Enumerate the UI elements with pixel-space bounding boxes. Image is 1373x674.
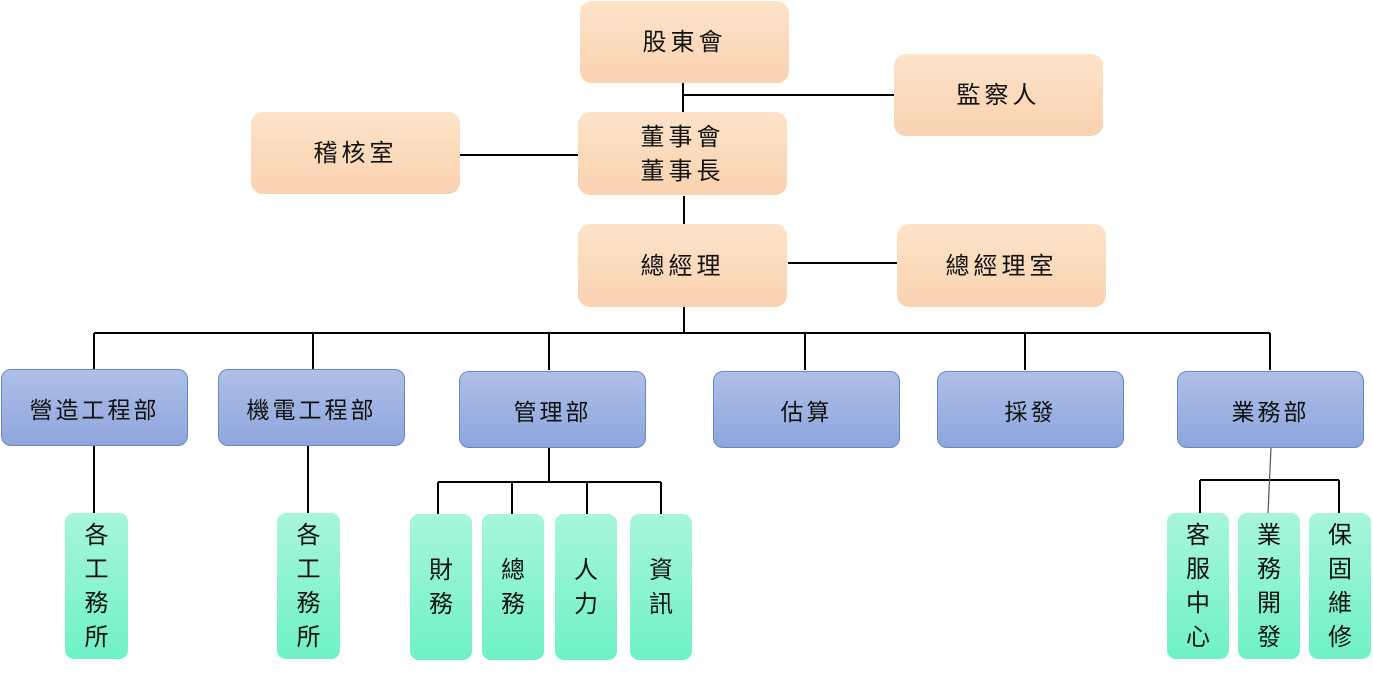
dept-mep-box: 機電工程部 [218,369,405,446]
human-resources-box: 人 力 [555,514,617,660]
dept-management-box: 管理部 [459,371,646,448]
subunit-char: 維 [1328,589,1352,617]
gm-office-label: 總經理室 [945,251,1058,280]
information-box: 資 訊 [630,514,692,660]
subunit-char: 固 [1328,555,1352,583]
dept-mep-label: 機電工程部 [246,397,377,424]
supervisor-box: 監察人 [894,54,1103,136]
construction-field-offices-box: 各 工 務 所 [65,513,128,659]
subunit-char: 工 [296,555,321,583]
subunit-char: 資 [649,556,673,584]
warranty-maintenance-box: 保 固 維 修 [1309,513,1371,659]
dept-management-label: 管理部 [513,399,592,426]
subunit-char: 所 [84,623,109,651]
general-manager-label: 總經理 [640,251,725,280]
general-affairs-box: 總 務 [482,514,544,660]
dept-estimation-label: 估算 [780,399,833,426]
audit-office-box: 稽核室 [251,112,460,194]
board-box: 董事會 董事長 [578,112,787,195]
subunit-char: 修 [1328,623,1352,651]
business-development-box: 業 務 開 發 [1238,513,1300,659]
subunit-char: 總 [501,556,525,584]
dept-estimation-box: 估算 [713,371,900,448]
customer-service-box: 客 服 中 心 [1167,513,1229,659]
subunit-char: 務 [429,590,453,618]
chairman-label: 董事長 [640,156,725,185]
shareholders-meeting-box: 股東會 [580,1,789,83]
subunit-char: 訊 [649,590,673,618]
subunit-char: 開 [1257,589,1281,617]
subunit-char: 務 [501,590,525,618]
dept-procurement-label: 採發 [1004,399,1057,426]
subunit-char: 各 [296,521,321,549]
shareholders-meeting-label: 股東會 [642,28,727,56]
supervisor-label: 監察人 [956,81,1041,109]
subunit-char: 保 [1328,521,1352,549]
mep-field-offices-box: 各 工 務 所 [277,513,340,659]
dept-business-box: 業務部 [1177,371,1364,448]
subunit-char: 人 [574,556,598,584]
dept-business-label: 業務部 [1231,399,1310,426]
subunit-char: 財 [429,556,453,584]
subunit-char: 工 [84,555,109,583]
subunit-char: 務 [84,589,109,617]
subunit-char: 中 [1186,589,1210,617]
subunit-char: 發 [1257,623,1281,651]
finance-box: 財 務 [410,514,472,660]
subunit-char: 心 [1186,623,1210,651]
audit-office-label: 稽核室 [313,139,398,167]
gm-office-box: 總經理室 [897,224,1106,307]
subunit-char: 各 [84,521,109,549]
subunit-char: 務 [296,589,321,617]
board-label: 董事會 [640,122,725,151]
general-manager-box: 總經理 [578,224,787,307]
dept-construction-box: 營造工程部 [1,369,188,446]
subunit-char: 務 [1257,555,1281,583]
dept-construction-label: 營造工程部 [29,397,160,424]
subunit-char: 客 [1186,521,1210,549]
subunit-char: 業 [1257,521,1281,549]
dept-procurement-box: 採發 [937,371,1124,448]
subunit-char: 力 [574,590,598,618]
subunit-char: 服 [1186,555,1210,583]
subunit-char: 所 [296,623,321,651]
